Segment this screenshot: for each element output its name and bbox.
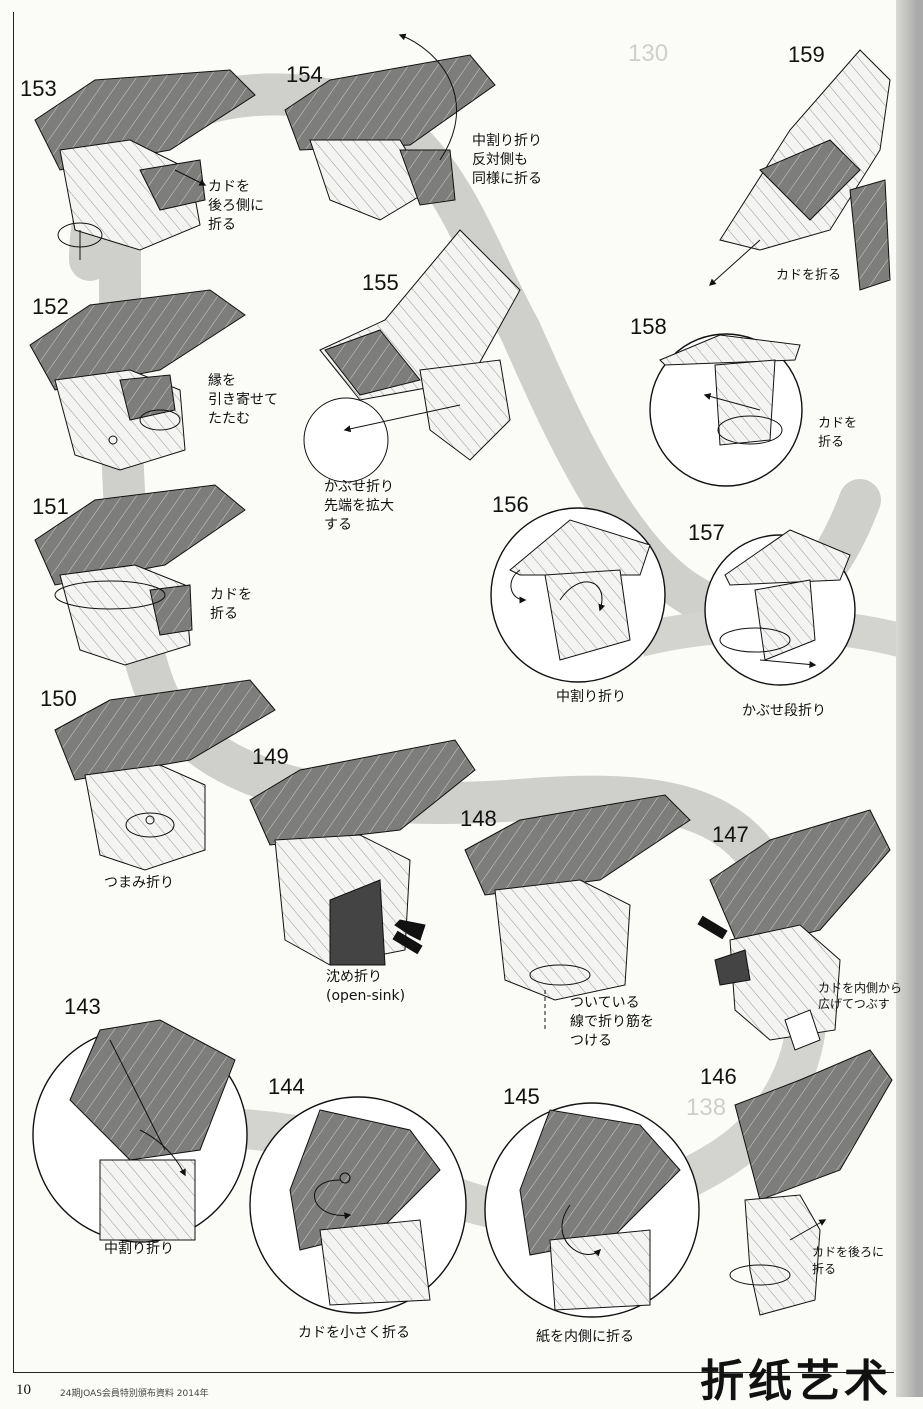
step-number-143: 143: [64, 994, 101, 1019]
figure-step-157: [704, 529, 856, 686]
step-number-155: 155: [362, 270, 399, 295]
step-number-158: 158: [630, 314, 667, 339]
step-number-146: 146: [700, 1064, 737, 1089]
caption-153: カドを 後ろ側に 折る: [208, 179, 264, 233]
page-border: [13, 12, 894, 1373]
figure-step-148: [464, 794, 691, 1030]
caption-148: ついている 線で折り筋を つける: [570, 995, 654, 1049]
caption-156: 中割り折り: [556, 689, 626, 705]
figure-step-158: [649, 333, 803, 487]
figure-step-151: [34, 484, 246, 666]
caption-152: 縁を 引き寄せて たたむ: [208, 373, 278, 427]
figure-step-147: [697, 809, 891, 1051]
caption-159: カドを折る: [776, 268, 842, 283]
caption-143: 中割り折り: [104, 1241, 174, 1257]
ghost-step-number: 130: [628, 40, 669, 67]
caption-144: カドを小さく折る: [298, 1325, 410, 1341]
caption-151: カドを 折る: [210, 587, 252, 622]
page-edge-shadow: [896, 0, 923, 1397]
step-number-159: 159: [788, 42, 825, 67]
figure-step-145: [484, 1102, 700, 1318]
caption-155: かぶせ折り 先端を拡大 する: [324, 479, 394, 533]
running-footer: 24期JOAS会員特別頒布資料 2014年: [60, 1389, 209, 1399]
step-number-147: 147: [712, 822, 749, 847]
figure-step-146: [729, 1049, 893, 1316]
figure-step-159: [708, 49, 891, 291]
watermark-logo: 折纸艺术: [700, 1356, 892, 1407]
figure-step-152: [29, 289, 246, 471]
figure-step-150: [54, 679, 276, 871]
caption-150: つまみ折り: [104, 875, 174, 891]
figure-step-143: [32, 1019, 248, 1243]
caption-146: カドを後ろに 折る: [812, 1245, 885, 1276]
step-number-144: 144: [268, 1074, 305, 1099]
step-number-152: 152: [32, 294, 69, 319]
figure-step-153: [34, 69, 256, 260]
figure-step-154: [284, 33, 496, 221]
step-number-145: 145: [503, 1084, 540, 1109]
step-number-150: 150: [40, 686, 77, 711]
step-number-157: 157: [688, 520, 725, 545]
step-number-151: 151: [32, 494, 69, 519]
caption-145: 紙を内側に折る: [536, 1329, 634, 1345]
caption-158: カドを 折る: [818, 416, 858, 450]
caption-149: 沈め折り (open-sink): [326, 969, 406, 1004]
figure-step-144: [249, 1096, 467, 1314]
figure-step-156: [490, 507, 666, 683]
figure-step-149: [249, 739, 476, 966]
figure-step-155: [303, 229, 521, 483]
step-number-149: 149: [252, 744, 289, 769]
ghost-step-number: 138: [686, 1094, 727, 1121]
page-number: 10: [16, 1382, 31, 1398]
step-number-153: 153: [20, 76, 57, 101]
caption-154: 中割り折り 反対側も 同様に折る: [472, 133, 542, 187]
caption-157: かぶせ段折り: [742, 703, 826, 719]
step-number-148: 148: [460, 806, 497, 831]
step-number-154: 154: [286, 62, 323, 87]
caption-147: カドを内側から 広げてつぶす: [818, 981, 903, 1011]
step-number-156: 156: [492, 492, 529, 517]
